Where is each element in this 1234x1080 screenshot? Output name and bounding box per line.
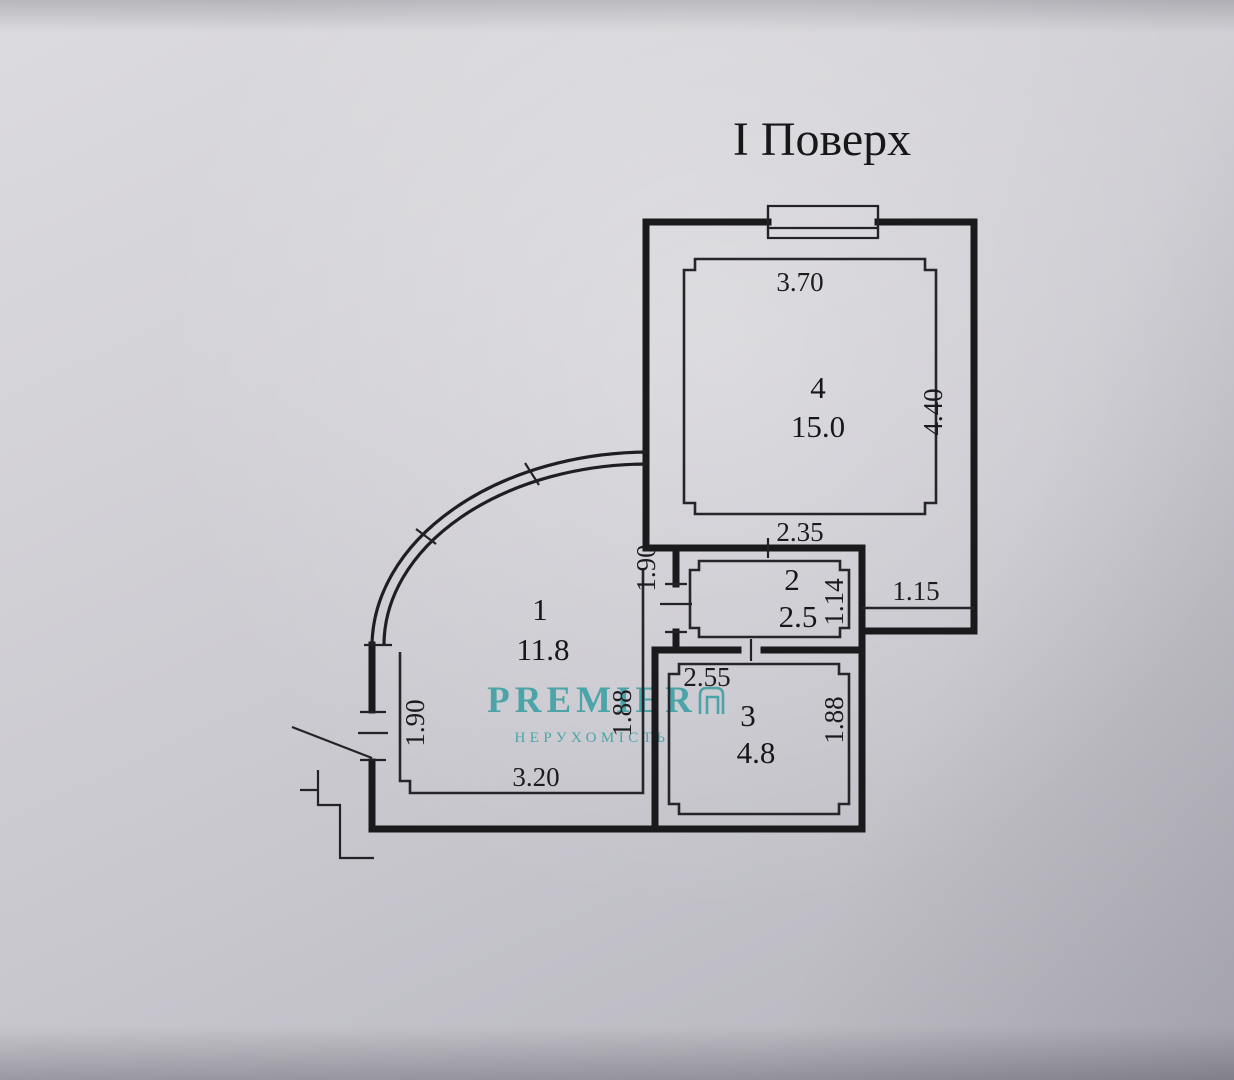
watermark-subtitle-text: НЕРУХОМІСТЬ	[514, 730, 669, 746]
watermark-door-icon	[698, 686, 725, 714]
doors	[291, 582, 687, 860]
bay-window-divider-ticks	[364, 462, 540, 647]
wall-outline	[368, 218, 978, 833]
room2-dim-top: 2.35	[776, 517, 823, 547]
entrance-door-leaf	[291, 725, 373, 760]
room2-dim-left: 1.90	[631, 544, 661, 591]
room1-area: 11.8	[516, 632, 569, 667]
room3-inner-face	[667, 662, 851, 816]
room1-inner-face	[398, 568, 645, 795]
room4-inner-face	[682, 257, 938, 516]
room3-dim-right: 1.88	[819, 696, 849, 743]
walls	[368, 218, 978, 833]
room4-labels: 4 15.0 3.70 4.40 1.15	[776, 267, 948, 606]
room3-dim-top: 2.55	[683, 662, 730, 692]
room4-dim-top: 3.70	[776, 267, 823, 297]
room3-number: 3	[740, 698, 756, 733]
room2-door-jambs	[665, 582, 687, 634]
window-frame	[766, 204, 880, 240]
room1-labels: 1 11.8 1.90 3.20	[400, 592, 570, 792]
bay-arc-inner	[382, 462, 649, 646]
room4-dim-right: 4.40	[918, 388, 948, 435]
room3-labels: 3 4.8 2.55 1.88 1.88	[607, 662, 849, 770]
room3-dim-left: 1.88	[607, 689, 637, 736]
room2-dim-right: 1.14	[819, 578, 849, 626]
entrance-door-jambs	[360, 710, 386, 762]
watermark-brand-text: PREMIER	[487, 680, 697, 721]
room2-area: 2.5	[779, 599, 818, 634]
room3-area: 4.8	[737, 735, 776, 770]
room1-dim-bottom: 3.20	[512, 762, 559, 792]
room1-dim-left: 1.90	[400, 699, 430, 746]
room2-number: 2	[784, 562, 800, 597]
room2-labels: 2 2.5 2.35 1.14 1.90	[631, 517, 849, 634]
tick-marks	[358, 206, 880, 735]
room1-number: 1	[532, 592, 548, 627]
entrance-steps	[300, 770, 374, 860]
bay-arc-outer	[370, 450, 649, 646]
window-room4	[766, 204, 880, 240]
room2-inner-face	[688, 559, 851, 639]
page-title: І Поверх	[733, 113, 911, 166]
bay-window-arc	[364, 450, 649, 647]
room4-area: 15.0	[791, 409, 845, 444]
inner-wall-faces	[398, 257, 974, 816]
room4-dim-bottom-right: 1.15	[892, 576, 939, 606]
room4-number: 4	[810, 370, 826, 405]
dimension-ticks	[358, 206, 880, 735]
